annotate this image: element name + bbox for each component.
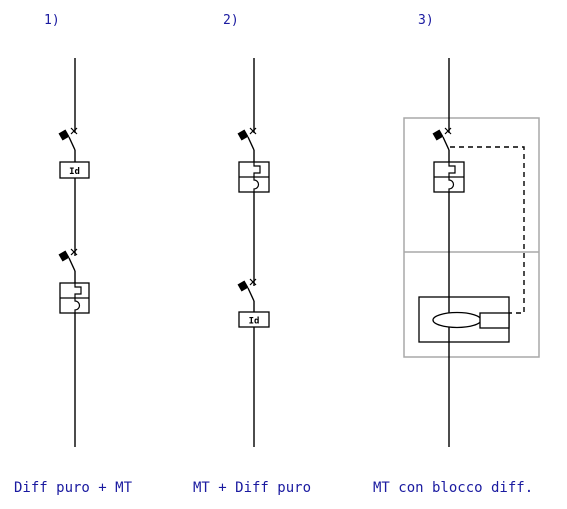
switch-blade <box>247 287 255 302</box>
combined-enclosure <box>403 117 540 358</box>
switch-blade <box>68 136 76 151</box>
magnetic-symbol <box>253 177 260 192</box>
enclosure-frame <box>403 117 540 358</box>
switch-blade <box>68 257 76 272</box>
cross-mark <box>70 248 78 256</box>
residual-current-block: Id <box>238 311 270 328</box>
actuator-block <box>237 129 249 141</box>
residual-current-block: Id <box>59 161 90 179</box>
cross-mark <box>249 127 257 135</box>
id-box <box>59 161 90 179</box>
id-box <box>238 311 270 328</box>
magnetic-symbol <box>448 177 455 192</box>
thermal-symbol <box>74 283 82 298</box>
diagram-2: 2) Id <box>193 13 311 496</box>
magnetothermal-block <box>59 282 90 314</box>
magnetic-symbol <box>74 298 81 313</box>
diagram-3-caption: MT con blocco diff. <box>373 480 533 496</box>
diagram-2-caption: MT + Diff puro <box>193 480 311 496</box>
diagram-1-caption: Diff puro + MT <box>14 480 133 496</box>
actuator-block <box>58 129 70 141</box>
actuator-block <box>237 280 249 292</box>
diagram-1-number: 1) <box>44 13 60 28</box>
cross-mark <box>444 127 452 135</box>
breaker-switch <box>237 278 257 312</box>
id-label: Id <box>69 167 80 177</box>
trip-linkage <box>450 146 525 314</box>
cross-mark <box>70 127 78 135</box>
thermal-symbol <box>448 162 456 177</box>
cross-mark <box>249 278 257 286</box>
actuator-block <box>58 250 70 262</box>
diagram-1: 1) Id <box>14 13 133 496</box>
breaker-switch <box>237 127 257 162</box>
id-label: Id <box>249 317 260 327</box>
breaker-switch <box>58 127 78 162</box>
switch-blade <box>247 136 255 151</box>
toroid-symbol <box>432 311 482 329</box>
differential-block <box>418 296 510 343</box>
magnetothermal-block <box>238 161 270 193</box>
thermal-symbol <box>253 162 261 177</box>
diagram-3: 3) <box>373 13 540 496</box>
trip-relay-box <box>479 312 510 329</box>
actuator-block <box>432 129 444 141</box>
switch-blade <box>442 136 450 151</box>
magnetothermal-block <box>433 161 465 193</box>
breaker-switch <box>432 127 452 162</box>
breaker-switch <box>58 248 78 283</box>
diagram-3-number: 3) <box>418 13 434 28</box>
diagram-2-number: 2) <box>223 13 239 28</box>
